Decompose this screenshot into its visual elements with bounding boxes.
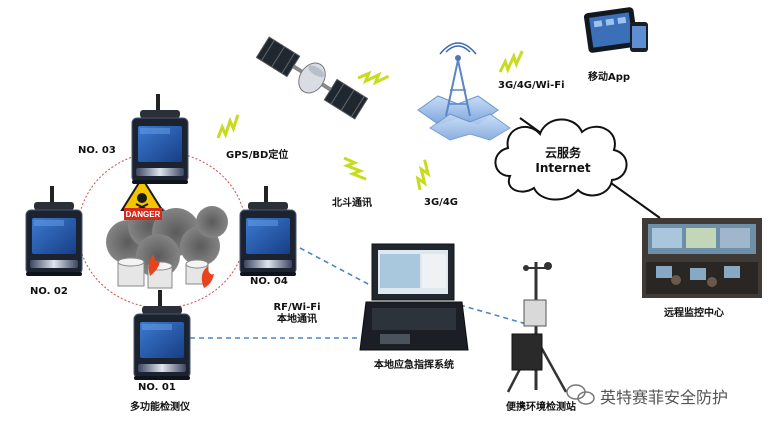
- remote-center-photo: [642, 218, 762, 298]
- signal-bolt-gps: [212, 113, 245, 142]
- network-4g-label: 3G/4G: [424, 197, 458, 208]
- wechat-logo-icon: [566, 384, 595, 405]
- smoke-cloud: [106, 204, 228, 278]
- cloud-icon: [494, 118, 628, 201]
- rf-label: RF/Wi-Fi 本地通讯: [262, 302, 332, 326]
- detector-device-03: [131, 93, 189, 185]
- tablet-phone-icon: [583, 7, 648, 53]
- command-system-laptop: [359, 243, 469, 351]
- station-dashed-link: [459, 304, 531, 326]
- environment-station-tripod: [506, 262, 568, 393]
- detector-caption: 多功能检测仪: [130, 402, 190, 413]
- station-label: 便携环境检测站: [506, 402, 576, 413]
- rf-dashed-link-1: [299, 247, 371, 286]
- cloud-service-label: 云服务 Internet: [508, 146, 618, 176]
- detector-device-01: [133, 289, 191, 381]
- rf-label-line2: 本地通讯: [277, 314, 317, 325]
- signal-bolt-app: [495, 49, 529, 76]
- fire-icon: [148, 254, 214, 288]
- rf-label-line1: RF/Wi-Fi: [273, 302, 321, 313]
- beidou-label: 北斗通讯: [332, 198, 372, 209]
- remote-center-label: 远程监控中心: [664, 308, 724, 319]
- danger-sign-text: DANGER: [126, 210, 161, 219]
- mobile-app-label: 移动App: [588, 72, 631, 83]
- device-label-03: NO. 03: [78, 145, 116, 156]
- signal-bolt-4g: [412, 158, 434, 193]
- detector-device-04: [239, 185, 297, 277]
- cell-tower-icon: [417, 42, 511, 141]
- gps-label: GPS/BD定位: [226, 150, 289, 161]
- danger-sign: DANGER: [120, 176, 164, 220]
- device-label-01: NO. 01: [138, 382, 176, 393]
- storage-tanks: [117, 257, 209, 289]
- cloud-service-line2: Internet: [535, 161, 591, 175]
- device-label-02: NO. 02: [30, 286, 68, 297]
- command-system-label: 本地应急指挥系统: [374, 360, 454, 371]
- signal-bolt-beidou: [340, 153, 368, 186]
- signal-bolt-sat-tower: [356, 70, 391, 86]
- cloud-service-line1: 云服务: [544, 146, 581, 160]
- satellite-icon: [255, 36, 369, 120]
- mobile-network-label: 3G/4G/Wi-Fi: [498, 80, 565, 91]
- detector-device-02: [25, 185, 83, 277]
- device-label-04: NO. 04: [250, 276, 288, 287]
- watermark-text: 英特赛菲安全防护: [600, 388, 729, 407]
